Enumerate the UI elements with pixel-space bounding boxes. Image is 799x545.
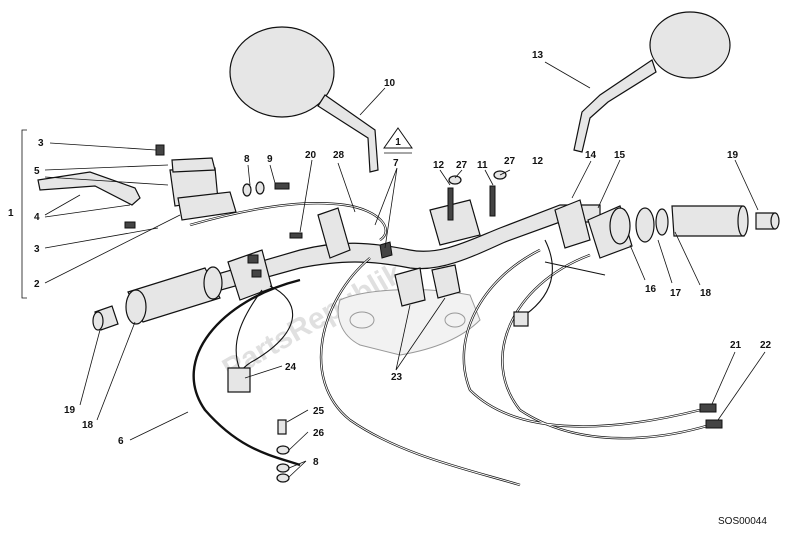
label-13: 13 — [532, 50, 544, 61]
label-7: 7 — [393, 158, 399, 169]
left-mirror — [229, 26, 379, 173]
label-12-left: 12 — [433, 160, 445, 171]
label-14: 14 — [585, 150, 597, 161]
left-grip — [92, 266, 223, 331]
label-15: 15 — [614, 150, 626, 161]
label-19-left: 19 — [64, 405, 76, 416]
cables — [189, 201, 711, 487]
connectors — [227, 311, 723, 429]
label-3-top: 3 — [38, 138, 44, 149]
label-19-right: 19 — [727, 150, 739, 161]
small-hardware — [242, 170, 507, 483]
label-27-left: 27 — [456, 160, 468, 171]
handlebar-clamps — [317, 207, 461, 307]
label-12-right: 12 — [532, 156, 544, 167]
label-17: 17 — [670, 288, 682, 299]
label-4: 4 — [34, 212, 40, 223]
label-9: 9 — [267, 154, 273, 165]
label-8-top: 8 — [244, 154, 250, 165]
label-18-left: 18 — [82, 420, 94, 431]
callout-number: 1 — [395, 137, 401, 148]
label-18-right: 18 — [700, 288, 712, 299]
label-16: 16 — [645, 284, 657, 295]
diagram-code: SOS00044 — [718, 516, 767, 527]
right-switch-and-grip — [554, 199, 780, 259]
label-6: 6 — [118, 436, 124, 447]
clutch-master-cylinder — [37, 144, 237, 229]
label-24: 24 — [285, 362, 297, 373]
label-20: 20 — [305, 150, 317, 161]
callout-triangle: 1 — [383, 127, 413, 154]
right-mirror — [573, 11, 731, 153]
label-25: 25 — [313, 406, 325, 417]
label-8-bottom: 8 — [313, 457, 319, 468]
label-23: 23 — [391, 372, 403, 383]
label-28: 28 — [333, 150, 345, 161]
label-2: 2 — [34, 279, 40, 290]
triple-clamp-frame — [337, 289, 481, 356]
label-3-bottom: 3 — [34, 244, 40, 255]
label-27-right: 27 — [504, 156, 516, 167]
group-bracket — [21, 129, 27, 299]
label-1: 1 — [8, 208, 14, 219]
label-11: 11 — [477, 160, 488, 171]
label-26: 26 — [313, 428, 325, 439]
left-switch-housing — [227, 249, 273, 301]
leader-lines — [44, 61, 766, 478]
label-22: 22 — [760, 340, 772, 351]
label-10: 10 — [384, 78, 396, 89]
label-21: 21 — [730, 340, 742, 351]
part-labels: 1 2 3 3 4 5 6 7 8 8 9 10 11 12 12 13 14 … — [8, 50, 772, 468]
label-5: 5 — [34, 166, 40, 177]
